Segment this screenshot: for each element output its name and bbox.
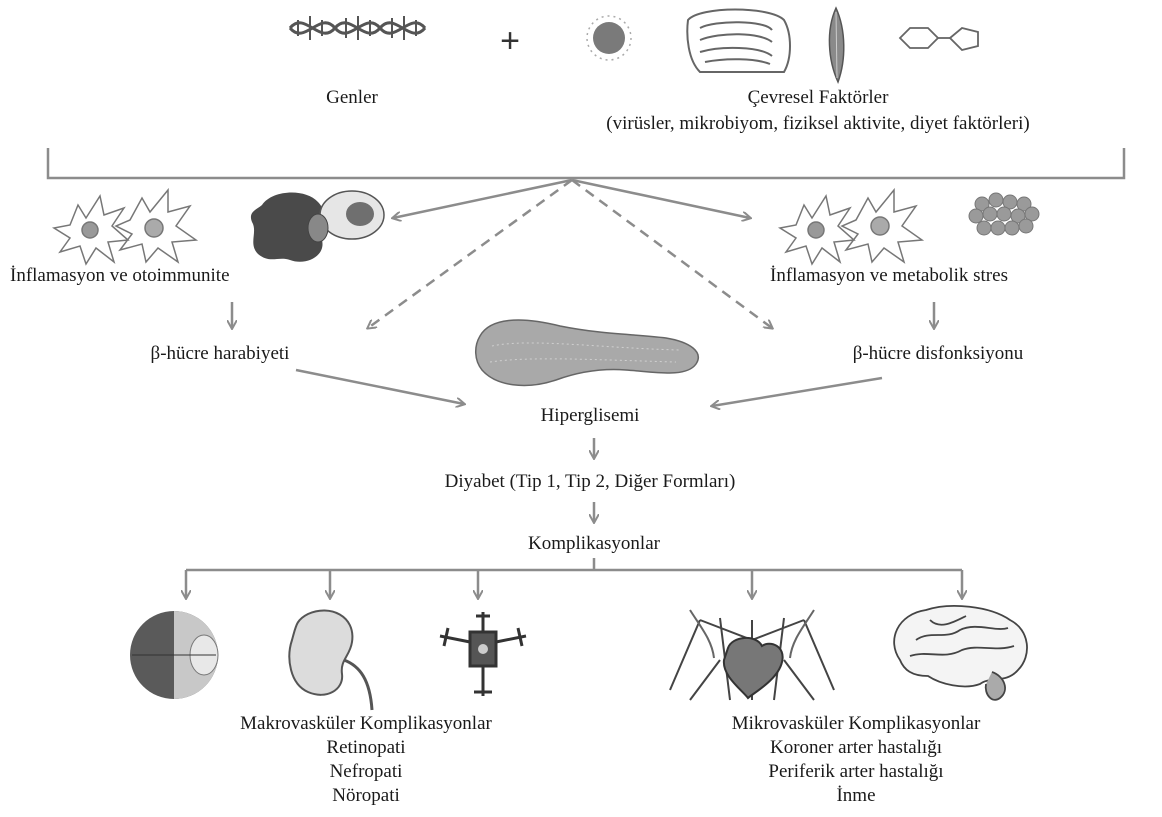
macrovascular-list: Makrovasküler Komplikasyonlar Retinopati… bbox=[240, 712, 492, 808]
neuron-icon bbox=[440, 612, 526, 696]
immune-cell-icon bbox=[54, 190, 196, 264]
hyperglycemia-label: Hiperglisemi bbox=[541, 404, 640, 428]
molecule-icon bbox=[900, 28, 978, 50]
immune-cell-icon-right bbox=[780, 190, 922, 264]
bracket-connector bbox=[48, 148, 1124, 178]
beta-cell-destruction-label: β-hücre harabiyeti bbox=[151, 342, 290, 366]
list-item: Retinopati bbox=[240, 736, 492, 760]
dna-icon bbox=[290, 16, 425, 40]
macrophage-icon bbox=[251, 191, 384, 262]
right-inflammation-label: İnflamasyon ve metabolik stres bbox=[770, 264, 1008, 288]
virus-icon bbox=[587, 16, 631, 60]
left-inflammation-label: İnflamasyon ve otoimmunite bbox=[10, 264, 230, 288]
list-item: Periferik arter hastalığı bbox=[732, 760, 981, 784]
fat-cells-icon bbox=[969, 193, 1039, 235]
complications-label: Komplikasyonlar bbox=[528, 532, 660, 556]
beta-cell-dysfunction-label: β-hücre disfonksiyonu bbox=[853, 342, 1024, 366]
microvascular-list: Mikrovasküler Komplikasyonlar Koroner ar… bbox=[732, 712, 981, 808]
intestine-icon bbox=[687, 10, 790, 73]
eye-icon bbox=[130, 611, 218, 699]
brain-icon bbox=[894, 606, 1027, 700]
environmental-factors-detail: (virüsler, mikrobiyom, fiziksel aktivite… bbox=[606, 112, 1029, 136]
hub-arrows bbox=[368, 180, 772, 328]
microvascular-title: Mikrovasküler Komplikasyonlar bbox=[732, 712, 981, 736]
heart-vessels-icon bbox=[670, 610, 834, 700]
kidney-icon bbox=[289, 610, 372, 710]
list-item: Koroner arter hastalığı bbox=[732, 736, 981, 760]
list-item: Nefropati bbox=[240, 760, 492, 784]
muscle-icon bbox=[829, 8, 843, 82]
complications-bracket bbox=[186, 558, 962, 598]
plus-sign: + bbox=[500, 22, 520, 60]
list-item: İnme bbox=[732, 784, 981, 808]
pancreas-icon bbox=[476, 320, 699, 385]
genes-label: Genler bbox=[326, 86, 378, 110]
macrovascular-title: Makrovasküler Komplikasyonlar bbox=[240, 712, 492, 736]
list-item: Nöropati bbox=[240, 784, 492, 808]
environmental-factors-title: Çevresel Faktörler bbox=[748, 86, 889, 110]
diabetes-label: Diyabet (Tip 1, Tip 2, Diğer Formları) bbox=[445, 470, 736, 494]
